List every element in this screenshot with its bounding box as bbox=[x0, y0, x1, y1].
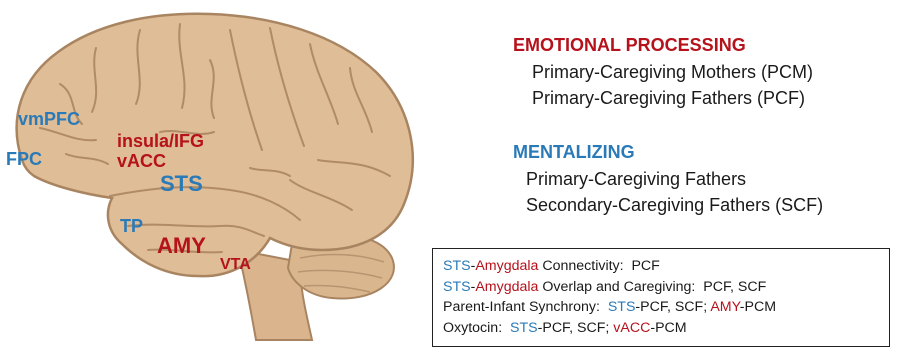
region-label-tp: TP bbox=[120, 217, 143, 235]
mentalizing-item-pcf: Primary-Caregiving Fathers bbox=[526, 170, 746, 188]
finding-segment: STS bbox=[443, 258, 471, 274]
emotional-item-pcf: Primary-Caregiving Fathers (PCF) bbox=[532, 89, 805, 107]
finding-segment: STS bbox=[608, 299, 636, 315]
finding-segment: Connectivity: PCF bbox=[538, 258, 659, 274]
region-label-sts: STS bbox=[160, 173, 203, 195]
brain-figure: vmPFC FPC insula/IFG vACC STS TP AMY VTA bbox=[0, 0, 440, 345]
emotional-processing-heading: EMOTIONAL PROCESSING bbox=[513, 36, 746, 54]
caregiver-categories: EMOTIONAL PROCESSING Primary-Caregiving … bbox=[500, 0, 905, 230]
finding-row: Parent-Infant Synchrony: STS-PCF, SCF; A… bbox=[443, 297, 889, 318]
cerebrum bbox=[17, 14, 413, 276]
finding-segment: AMY bbox=[710, 299, 739, 315]
brain-illustration bbox=[0, 0, 440, 345]
region-label-vacc: vACC bbox=[117, 152, 166, 170]
region-label-amy: AMY bbox=[157, 235, 206, 257]
findings-box: STS-Amygdala Connectivity: PCF STS-Amygd… bbox=[432, 248, 890, 347]
region-label-vmpfc: vmPFC bbox=[18, 110, 80, 128]
finding-segment: -PCM bbox=[740, 299, 776, 315]
finding-segment: -PCF, SCF; bbox=[635, 299, 710, 315]
finding-segment: Amygdala bbox=[475, 279, 538, 295]
finding-segment: -PCF, SCF; bbox=[538, 320, 614, 336]
mentalizing-heading: MENTALIZING bbox=[513, 143, 635, 161]
mentalizing-item-scf: Secondary-Caregiving Fathers (SCF) bbox=[526, 196, 823, 214]
finding-segment: -PCM bbox=[650, 320, 686, 336]
region-label-vta: VTA bbox=[220, 257, 251, 273]
finding-segment: STS bbox=[443, 279, 471, 295]
finding-segment: Amygdala bbox=[475, 258, 538, 274]
finding-segment: Parent-Infant Synchrony: bbox=[443, 299, 608, 315]
region-label-insula-ifg: insula/IFG bbox=[117, 132, 204, 150]
region-label-fpc: FPC bbox=[6, 150, 42, 168]
emotional-item-pcm: Primary-Caregiving Mothers (PCM) bbox=[532, 63, 813, 81]
finding-segment: vACC bbox=[613, 320, 650, 336]
finding-row: STS-Amygdala Overlap and Caregiving: PCF… bbox=[443, 277, 889, 298]
finding-segment: Oxytocin: bbox=[443, 320, 510, 336]
finding-row: STS-Amygdala Connectivity: PCF bbox=[443, 256, 889, 277]
finding-row: Oxytocin: STS-PCF, SCF; vACC-PCM bbox=[443, 318, 889, 339]
finding-segment: Overlap and Caregiving: PCF, SCF bbox=[538, 279, 766, 295]
finding-segment: STS bbox=[510, 320, 538, 336]
